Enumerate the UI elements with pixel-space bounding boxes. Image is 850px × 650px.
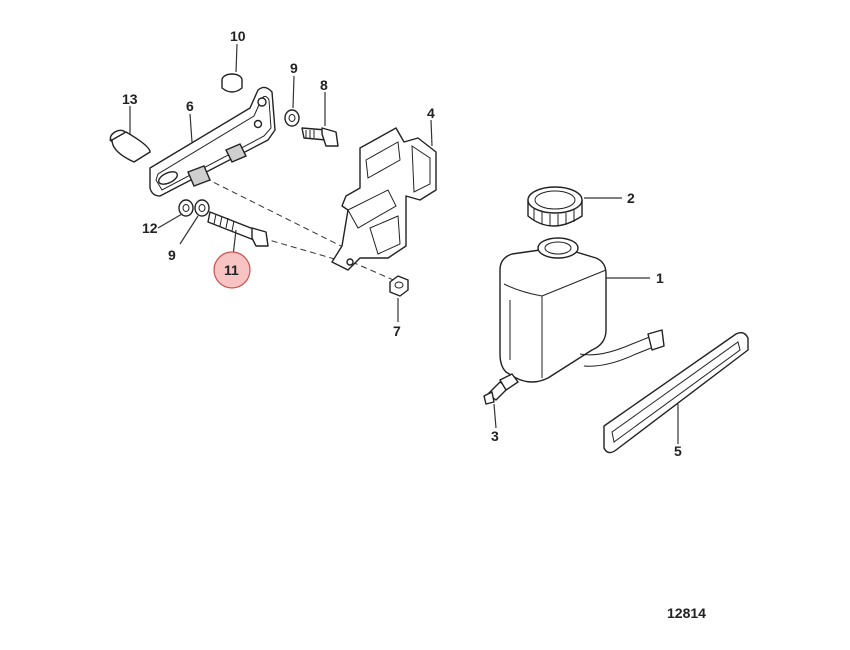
callout-4: 4 xyxy=(427,105,435,121)
callout-1: 1 xyxy=(656,270,664,286)
part-3-fitting xyxy=(483,373,519,405)
callout-5: 5 xyxy=(674,443,682,459)
part-8-bolt xyxy=(301,127,339,147)
callout-11[interactable]: 11 xyxy=(224,262,239,278)
callout-10: 10 xyxy=(230,28,246,44)
part-12-washer xyxy=(178,199,194,217)
part-9-washer-lower xyxy=(194,199,210,217)
callout-9-upper: 9 xyxy=(290,60,298,76)
bracket-studs xyxy=(187,143,247,187)
part-7-nut xyxy=(389,275,409,297)
callout-7: 7 xyxy=(393,323,401,339)
callout-6: 6 xyxy=(186,98,194,114)
highlight-circle xyxy=(213,251,251,289)
callout-12: 12 xyxy=(142,220,158,236)
alignment-lines xyxy=(204,177,399,283)
part-11-long-bolt xyxy=(207,211,269,247)
callout-13: 13 xyxy=(122,91,138,107)
part-5-strap xyxy=(603,331,749,454)
part-9-washer-upper xyxy=(284,109,300,127)
callout-2: 2 xyxy=(627,190,635,206)
part-10-bushing xyxy=(221,73,243,93)
callouts: 1 2 3 4 5 6 7 8 9 9 10 11 12 13 xyxy=(122,28,682,459)
part-2-cap xyxy=(527,186,583,227)
part-4-main-bracket xyxy=(331,127,437,271)
callout-9-lower: 9 xyxy=(168,247,176,263)
part-13-spacer xyxy=(109,129,151,163)
part-6-bracket-plate xyxy=(149,86,276,197)
callout-3: 3 xyxy=(491,428,499,444)
callout-8: 8 xyxy=(320,77,328,93)
drawing-number: 12814 xyxy=(667,605,706,621)
part-1-reservoir xyxy=(499,237,665,383)
leader-lines xyxy=(129,43,679,444)
